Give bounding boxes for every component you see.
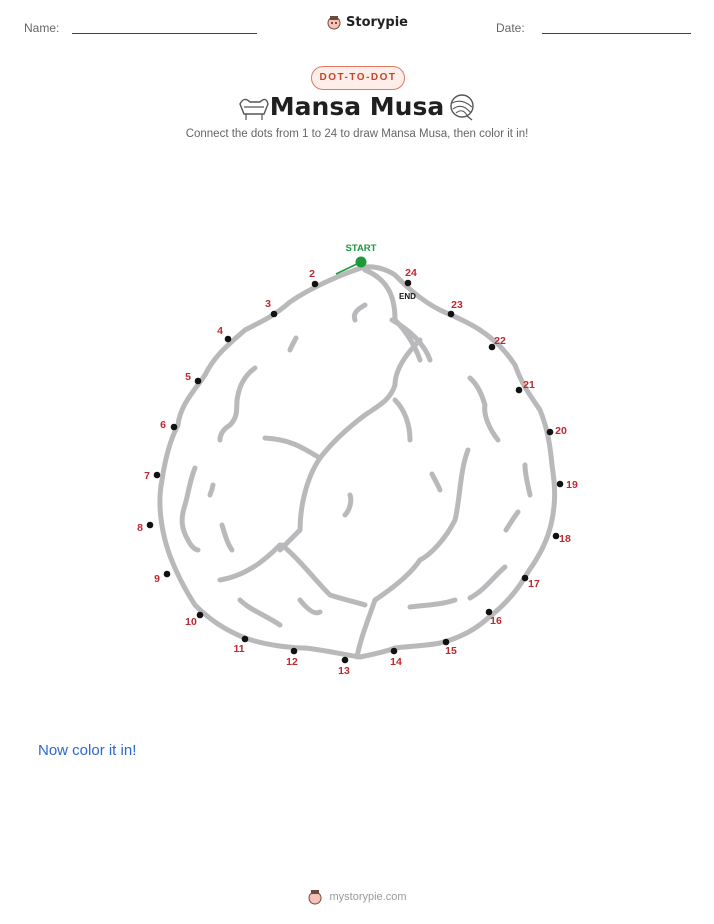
dot-14[interactable] xyxy=(390,647,398,655)
dot-label-21: 21 xyxy=(523,379,535,391)
dot-12[interactable] xyxy=(290,647,298,655)
brand-logo: Storypie xyxy=(326,14,408,30)
dot-label-15: 15 xyxy=(445,645,457,657)
dot-label-13: 13 xyxy=(338,665,350,677)
dot-label-6: 6 xyxy=(160,419,166,431)
dot-label-23: 23 xyxy=(451,299,463,311)
page-title: Mansa Musa xyxy=(269,92,445,121)
brand-name: Storypie xyxy=(346,14,408,30)
dot-3[interactable] xyxy=(270,310,278,318)
dot-label-17: 17 xyxy=(528,578,540,590)
dot-label-16: 16 xyxy=(490,615,502,627)
pig-logo-icon xyxy=(308,890,322,905)
dot-label-3: 3 xyxy=(265,298,271,310)
end-label: END xyxy=(399,292,416,301)
camel-saddle-icon xyxy=(239,98,269,120)
dot-label-7: 7 xyxy=(144,470,150,482)
activity-badge: DOT-TO-DOT xyxy=(311,66,405,90)
date-line[interactable] xyxy=(542,33,691,34)
instructions: Connect the dots from 1 to 24 to draw Ma… xyxy=(185,128,529,140)
footer: mystorypie.com xyxy=(0,888,714,906)
dot-22[interactable] xyxy=(488,343,496,351)
dot-15[interactable] xyxy=(442,638,450,646)
date-label: Date: xyxy=(496,21,525,35)
dot-20[interactable] xyxy=(546,428,554,436)
name-line[interactable] xyxy=(72,33,257,34)
dot-6[interactable] xyxy=(170,423,178,431)
dot-7[interactable] xyxy=(153,471,161,479)
dot-13[interactable] xyxy=(341,656,349,664)
dot-label-10: 10 xyxy=(185,616,197,628)
dot-11[interactable] xyxy=(241,635,249,643)
dot-5[interactable] xyxy=(194,377,202,385)
dot-label-12: 12 xyxy=(286,656,298,668)
dot-label-19: 19 xyxy=(566,479,578,491)
dot-8[interactable] xyxy=(146,521,154,529)
turban-icon xyxy=(450,94,474,121)
dot-label-9: 9 xyxy=(154,573,160,585)
dot-label-14: 14 xyxy=(390,656,402,668)
dot-9[interactable] xyxy=(163,570,171,578)
name-label: Name: xyxy=(24,21,60,35)
dot-10[interactable] xyxy=(196,611,204,619)
dot-4[interactable] xyxy=(224,335,232,343)
start-label: START xyxy=(346,243,377,254)
dot-label-24: 24 xyxy=(405,267,417,279)
dot-label-2: 2 xyxy=(309,268,315,280)
dot-label-22: 22 xyxy=(494,335,506,347)
dot-19[interactable] xyxy=(556,480,564,488)
dot-label-4: 4 xyxy=(217,325,223,337)
dot-label-8: 8 xyxy=(137,522,143,534)
dot-16[interactable] xyxy=(485,608,493,616)
pig-logo-icon xyxy=(327,16,341,30)
dot-23[interactable] xyxy=(447,310,455,318)
dot-2[interactable] xyxy=(311,280,319,288)
dot-label-5: 5 xyxy=(185,371,191,383)
footer-url[interactable]: mystorypie.com xyxy=(329,891,407,903)
dot-24[interactable] xyxy=(404,279,412,287)
dot-label-20: 20 xyxy=(555,425,567,437)
dot-18[interactable] xyxy=(552,532,560,540)
start-dot[interactable] xyxy=(355,256,367,268)
dot-label-11: 11 xyxy=(233,643,244,655)
dot-label-18: 18 xyxy=(559,533,571,545)
color-it-prompt: Now color it in! xyxy=(38,742,137,759)
dot-17[interactable] xyxy=(521,574,529,582)
dot-21[interactable] xyxy=(515,386,523,394)
